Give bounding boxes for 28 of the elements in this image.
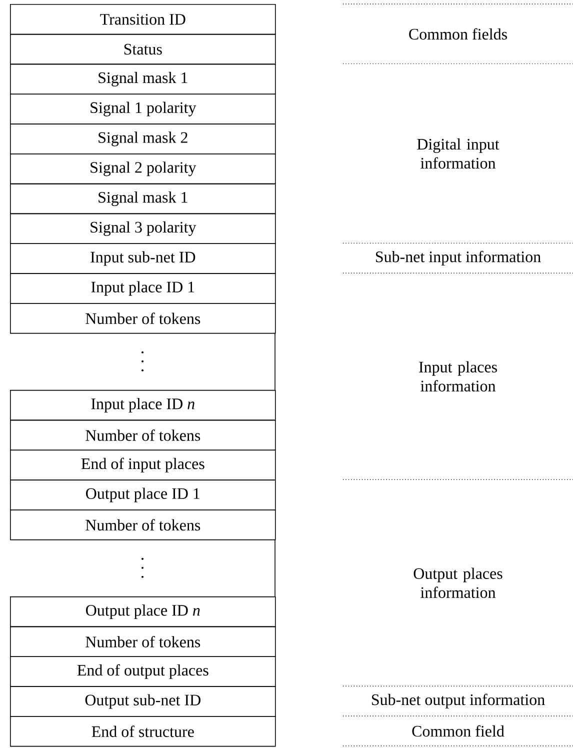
field-box: Input place ID n [10,390,276,421]
field-box: End of structure [10,716,276,747]
group-label: Digital input information [417,138,500,169]
field-box: End of input places [10,450,276,480]
field-box: Signal mask 1 [10,64,276,94]
field-box: Signal 1 polarity [10,94,276,124]
field-box: Number of tokens [10,420,276,450]
group-label: Output places information [414,568,502,598]
field-box: Output sub-net ID [10,686,276,717]
field-box: Input place ID 1 [10,273,276,304]
group-label: Sub-net output information [372,694,545,708]
field-box: Signal mask 1 [10,183,276,214]
field-box: Input sub-net ID [10,243,276,274]
group-label: Sub-net input information [376,250,541,266]
field-box: End of output places [10,656,276,687]
field-box: Number of tokens [10,626,276,657]
field-box: Number of tokens [10,510,276,540]
field-box: Signal 2 polarity [10,154,276,184]
field-box: Signal 3 polarity [10,213,276,244]
group-label: Common field [412,725,504,737]
field-box: Output place ID n [10,596,276,628]
group-label: Common fields [409,28,507,40]
field-box: Transition ID [10,4,276,35]
field-box: Signal mask 2 [10,124,276,154]
group-label: Input places information [419,361,497,392]
field-box: Number of tokens [10,303,276,334]
field-box: Status [10,34,276,65]
field-box: Output place ID 1 [10,480,276,510]
